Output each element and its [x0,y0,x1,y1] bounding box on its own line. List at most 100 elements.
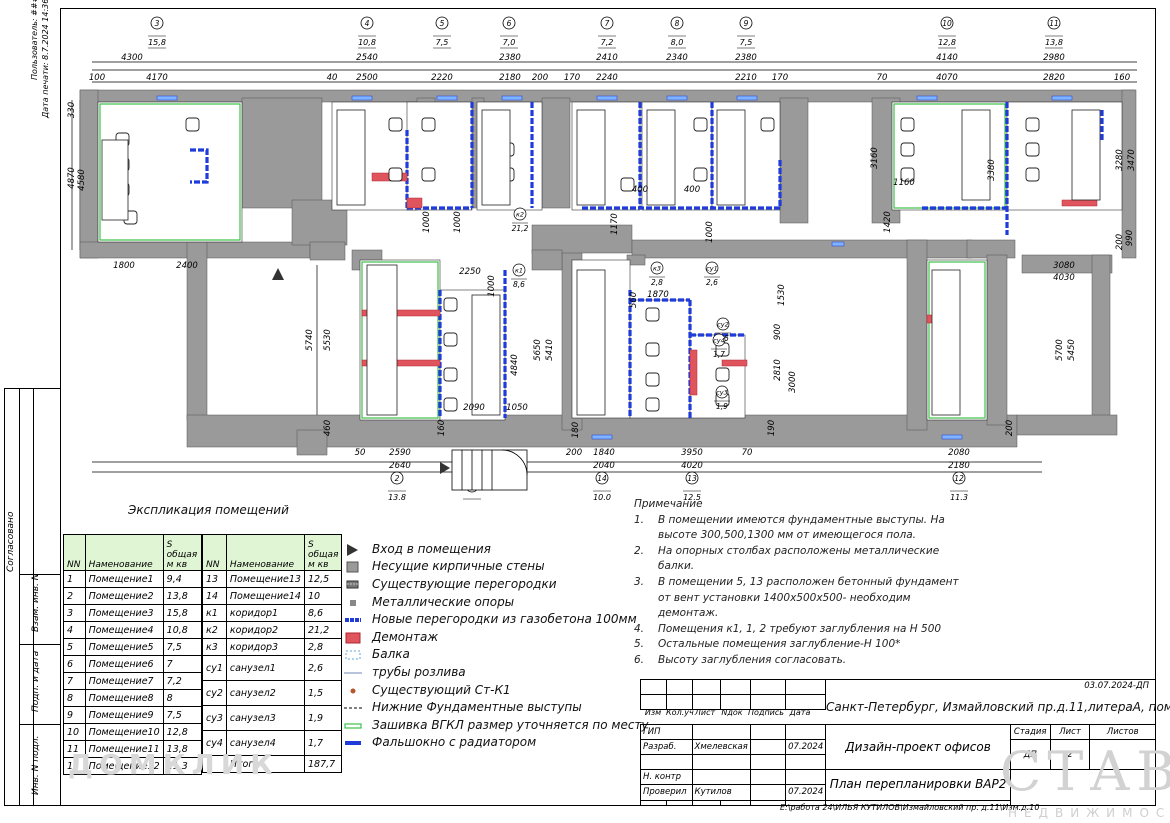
dimension-label: 170 [564,73,580,83]
svg-text:2,6: 2,6 [706,278,718,287]
svg-text:к2: к2 [516,211,524,219]
dimension-label: 70 [877,73,888,83]
legend-label: Вход в помещения [372,541,491,556]
dimension-label: 2380 [735,53,757,63]
dimension-label: 5740 [305,329,315,351]
chair [760,117,775,132]
explication-cell-nn: 8 [63,689,86,707]
svg-text:8,0: 8,0 [671,38,684,47]
svg-text:11: 11 [1049,19,1059,28]
svg-text:к1: к1 [515,267,523,275]
top-axis-markers: 315,8410,857,567,077,288,097,51012,81113… [148,16,1063,49]
legend-item: Зашивка ВГКЛ размер уточняется по месту [344,716,649,734]
svg-text:10,0: 10,0 [593,493,611,500]
gkl-lining-icon [344,719,362,731]
dimension-label: 4840 [510,354,520,376]
axis-marker-top: 77,2 [598,16,616,49]
svg-text:су4: су4 [713,337,725,345]
dimension-label: 5650 [533,339,543,361]
explication-cell-name: Помещение8 [84,689,164,707]
col-nn: NN [63,534,86,571]
legend-item: трубы розлива [344,663,649,681]
explication-cell-nn: су2 [202,680,227,706]
explication-cell-name: Помещение4 [84,621,164,639]
sheet-header: Лист [1049,724,1091,741]
dimension-label: 990 [1125,230,1135,246]
svg-text:14: 14 [597,474,607,483]
legend-item: Существующие перегородки [344,575,649,593]
dimension-label: 1000 [453,211,463,233]
explication-cell-name: Помещение2 [84,587,164,605]
explication-cell-name: Помещение7 [84,672,164,690]
explication-cell-area: 1,9 [303,705,343,731]
svg-text:5: 5 [440,19,445,28]
explication-cell-name: санузел3 [225,705,305,731]
dimension-label: 200 [1115,234,1125,250]
legend-item: Несущие кирпичные стены [344,558,649,576]
explication-cell-nn: 10 [63,723,86,741]
explication-cell-nn: 3 [63,604,86,622]
col-name: Наменование [225,534,305,571]
explication-cell-name: санузел4 [225,730,305,756]
legend-label: Зашивка ВГКЛ размер уточняется по месту [372,717,649,732]
explication-cell-area: 12,8 [162,723,203,741]
dimension-label: 2240 [596,73,618,83]
explication-cell-name: Помещение9 [84,706,164,724]
dimension-label: 1170 [610,213,620,235]
explication-cell-area: 15,8 [162,604,203,622]
legend-label: Металлические опоры [372,594,515,609]
chair [900,117,915,132]
dimension-label: 1840 [593,448,615,458]
chair [421,167,436,182]
axis-marker-top: 315,8 [148,16,166,49]
chair [421,117,436,132]
stamp-col-header: Дата [789,708,811,717]
agreed-label: Согласовано [6,511,16,572]
explication-cell-area: 8 [162,689,203,707]
chair [693,167,708,182]
legend-label: Нижние Фундаментные выступы [372,700,582,715]
chair [185,117,200,132]
note-line: 2.На опорных столбах расположены металли… [634,544,940,557]
dimension-label: 1000 [422,211,432,233]
svg-text:8,6: 8,6 [513,280,525,289]
user-label: Пользователь: #### [30,0,39,80]
explication-cell-nn: 7 [63,672,86,690]
note-line: балки. [658,560,695,573]
explication-cell-name: Помещение14 [225,587,305,605]
dimension-label: 2180 [499,73,521,83]
svg-text:7,5: 7,5 [436,38,449,47]
explication-cell-name: Помещение5 [84,638,164,656]
sheets-header: Листов [1089,724,1156,741]
title-block: 03.07.2024-ДП ГИП Дизайн-проект офисов С… [640,678,1157,806]
dimension-label: 560 [629,292,639,308]
dimension-label: 400 [684,185,700,195]
explication-cell-nn: к2 [202,621,227,639]
explication-cell-name: санузел1 [225,655,305,681]
dimension-label: 190 [767,420,777,436]
explication-cell-name: коридор2 [225,621,305,639]
checker-name: Кутилов [691,784,751,801]
svg-text:2: 2 [395,474,400,483]
explication-title: Экспликация помещений [128,503,289,517]
svg-text:7,2: 7,2 [601,38,614,47]
dimension-label: 1160 [893,178,915,188]
svg-text:12,8: 12,8 [938,38,956,47]
note-line: 6.Высоту заглубления согласовать. [634,653,847,666]
legend-item: Вход в помещения [344,540,649,558]
legend-item: Нижние Фундаментные выступы [344,698,649,716]
chair [1025,167,1040,182]
notes: Примечание 1.В помещении имеются фундаме… [634,498,959,670]
dimension-label: 70 [742,448,753,458]
notes-title: Примечание [634,498,703,510]
dimension-label: 160 [1114,73,1130,83]
